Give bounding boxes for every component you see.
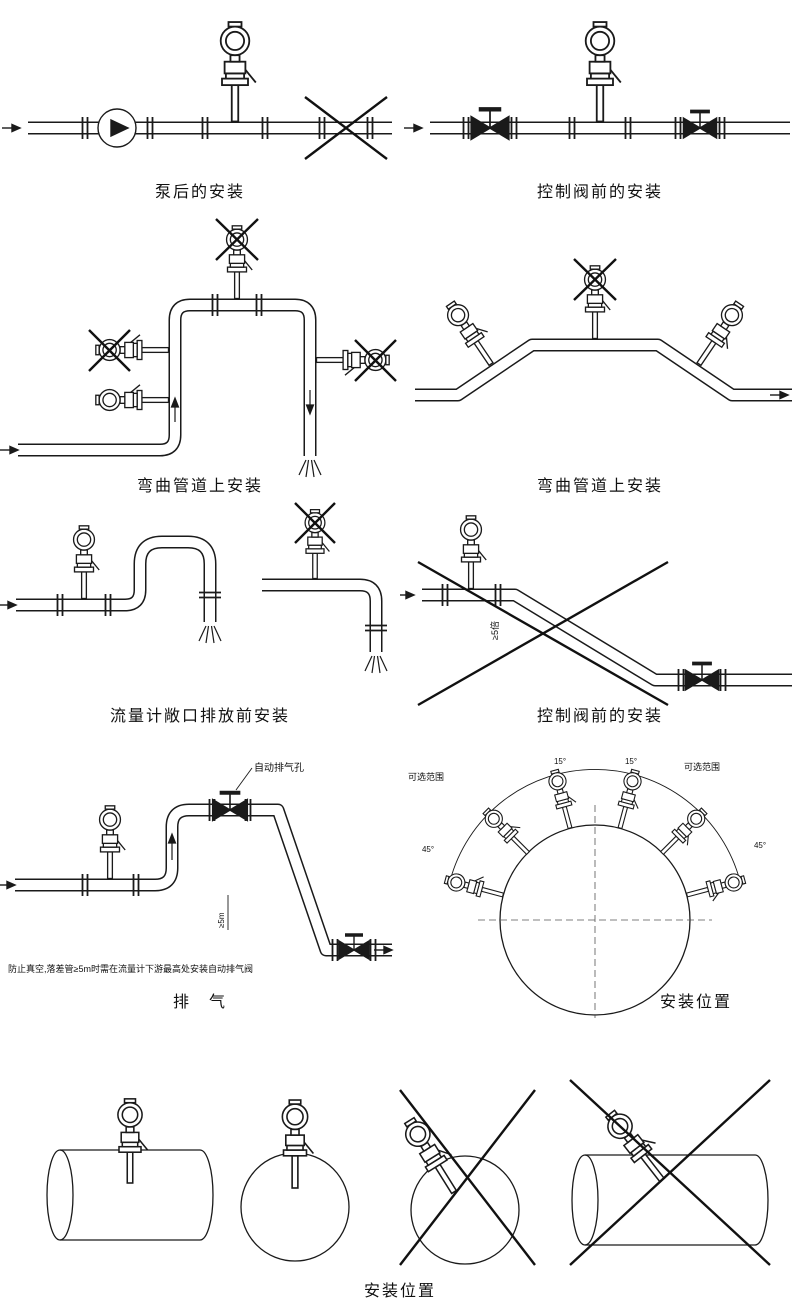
flowmeter-icon (72, 525, 100, 600)
flowmeter-icon (117, 1098, 149, 1184)
x-mark (399, 1089, 536, 1266)
x-mark (417, 560, 669, 707)
up-arrow-icon (170, 396, 180, 422)
flowmeter-icon (655, 804, 714, 863)
x-mark (569, 1079, 771, 1266)
flow-arrow-icon (400, 590, 415, 600)
caption-bend-left: 弯曲管道上安装 (136, 478, 263, 495)
diagram-bend-left (0, 218, 397, 478)
vent-note: 防止真空,落差管≥5m时需在流量计下游最高处安装自动排气阀 (8, 963, 253, 974)
diagram-position-circle: 15° 15° 45° 45° 可选范围 可选范围 (408, 757, 766, 1018)
flowmeter-icon (684, 870, 749, 908)
panel-open-discharge: 流量计敞口排放前安装 (0, 500, 400, 730)
x-mark (88, 329, 131, 372)
x-mark (354, 339, 397, 382)
flowmeter-icon (441, 294, 505, 371)
flowmeter-icon (281, 1099, 315, 1189)
caption-valve-before-2: 控制阀前的安装 (536, 708, 663, 725)
x-mark (215, 218, 259, 261)
panel-valve-before-2: ≥5倍 控制阀前的安装 (400, 500, 800, 730)
pipe (15, 803, 392, 957)
down-arrow-icon (305, 390, 315, 416)
flowmeter-icon (479, 801, 538, 860)
caption-open-discharge: 流量计敞口排放前安装 (109, 708, 290, 725)
diagram-valve-before-1 (403, 21, 790, 210)
flowmeter-icon (584, 21, 622, 123)
caption-venting: 排 气 (172, 994, 227, 1011)
discharge-spray-icon (364, 655, 388, 674)
pump-icon (97, 108, 137, 148)
caption-bend-right: 弯曲管道上安装 (536, 478, 663, 495)
diagram-position-bottom (46, 1079, 771, 1266)
up-arrow-icon (167, 832, 177, 860)
drop-height-label: ≥5m (217, 912, 226, 928)
flow-arrow-icon (1, 123, 21, 133)
flowmeter-icon (219, 21, 257, 123)
flow-arrow-icon (403, 123, 423, 133)
panel-valve-before-1: 控制阀前的安装 (400, 0, 800, 210)
x-mark (294, 502, 336, 544)
x-mark (573, 258, 617, 301)
flow-arrow-icon (0, 445, 19, 455)
caption-pump-after: 泵后的安装 (154, 184, 245, 201)
range-label-left: 可选范围 (408, 771, 444, 782)
diagram-valve-before-2: ≥5倍 (400, 515, 792, 707)
caption-position-circle: 安装位置 (659, 994, 732, 1011)
caption-valve-before-1: 控制阀前的安装 (536, 184, 663, 201)
pipe (18, 298, 317, 457)
auto-vent-label: 自动排气孔 (254, 761, 304, 774)
flowmeter-icon (459, 515, 487, 590)
range-arc (449, 769, 741, 882)
pipe-cylinder (571, 1154, 769, 1246)
angle-label: 15° (554, 757, 566, 766)
flowmeter-icon (98, 805, 126, 880)
diagram-bend-right (415, 258, 792, 402)
flowmeter-icon (398, 1110, 470, 1200)
x-mark (304, 96, 388, 160)
pipe (422, 588, 792, 687)
angle-label: 45° (422, 845, 434, 854)
range-label-right: 可选范围 (684, 761, 720, 772)
valve-icon (471, 109, 509, 139)
diagram-open-discharge (0, 502, 388, 674)
diagram-pump-after (1, 21, 392, 160)
flowmeter-icon (95, 384, 170, 412)
panel-position-circle: 15° 15° 45° 45° 可选范围 可选范围 安装位置 (400, 730, 800, 1020)
flowmeter-icon (599, 1102, 677, 1189)
pipe-cross-section (410, 1155, 520, 1265)
panel-venting: 自动排气孔 ≥5m 防止真空,落差管≥5m时需在流量计下游最高处安装自动排气阀 … (0, 730, 400, 1020)
pipe (262, 578, 383, 652)
discharge-spray-icon (198, 625, 222, 644)
panel-bend-left: 弯曲管道上安装 (0, 210, 400, 500)
angle-label: 45° (754, 841, 766, 850)
distance-label: ≥5倍 (489, 621, 500, 640)
panel-bend-right: 弯曲管道上安装 (400, 210, 800, 500)
flowmeter-icon (689, 297, 753, 374)
caption-position-bottom: 安装位置 (363, 1283, 436, 1300)
leader-line (235, 767, 253, 791)
panel-position-bottom: 安装位置 (0, 1020, 800, 1311)
panel-pump-after: 泵后的安装 (0, 0, 400, 210)
flow-arrow-icon (0, 880, 16, 890)
pipe (415, 338, 792, 402)
flowmeter-icon (545, 766, 583, 831)
pipe (16, 535, 217, 622)
diagram-venting: 自动排气孔 ≥5m 防止真空,落差管≥5m时需在流量计下游最高处安装自动排气阀 (0, 761, 393, 974)
flow-arrow-icon (0, 600, 17, 610)
angle-label: 15° (625, 757, 637, 766)
flowmeter-icon (611, 767, 649, 832)
